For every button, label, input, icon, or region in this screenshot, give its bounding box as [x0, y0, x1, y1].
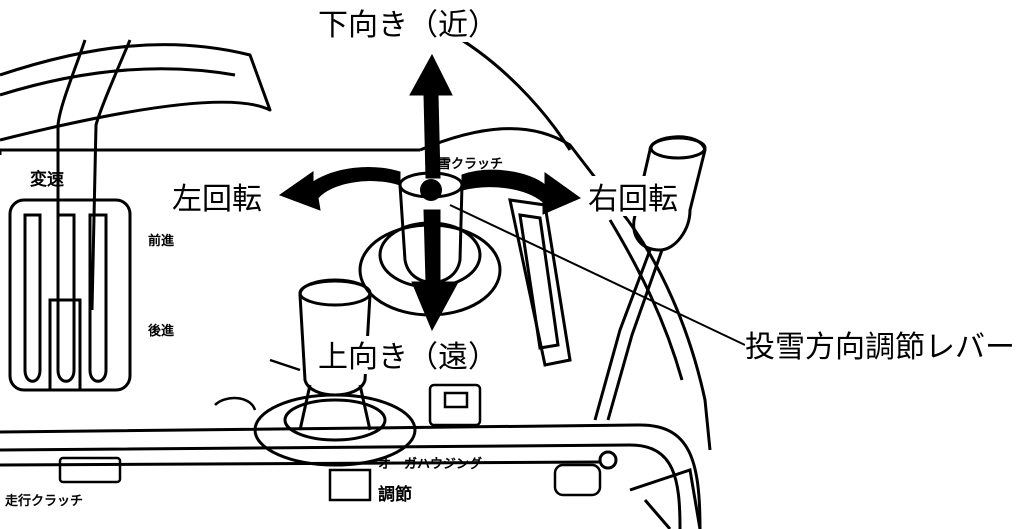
panel-text-reverse: 後進 — [148, 323, 174, 339]
label-right: 右回転 — [588, 182, 678, 217]
panel-text-forward: 前進 — [148, 233, 174, 249]
panel-text-travel-clutch: 走行クラッチ — [5, 493, 83, 509]
direction-arrows — [278, 53, 582, 332]
label-up: 下向き（近） — [318, 8, 498, 43]
label-down: 上向き（遠） — [318, 340, 498, 375]
label-left: 左回転 — [172, 182, 262, 217]
shift-panel — [8, 198, 132, 392]
panel-text-adjust: 調節 — [378, 484, 412, 505]
right-rail — [508, 198, 572, 367]
arrow-down — [411, 209, 459, 332]
panel-details — [58, 358, 602, 502]
front-frame — [0, 423, 702, 529]
panel-text-chute-clutch: 投雪クラッチ — [425, 156, 503, 172]
callout-leader — [449, 204, 746, 346]
pivot-dot — [420, 179, 442, 201]
panel-text-auger-housing: オーガハウジング — [378, 456, 482, 472]
arrow-up — [409, 53, 453, 179]
arrow-left — [278, 167, 401, 211]
panel-text-speed: 変速 — [30, 169, 64, 190]
right-lever — [593, 135, 707, 421]
shift-lever — [56, 39, 132, 311]
arrow-right — [461, 169, 582, 215]
label-callout: 投雪方向調節レバー — [745, 330, 1015, 365]
